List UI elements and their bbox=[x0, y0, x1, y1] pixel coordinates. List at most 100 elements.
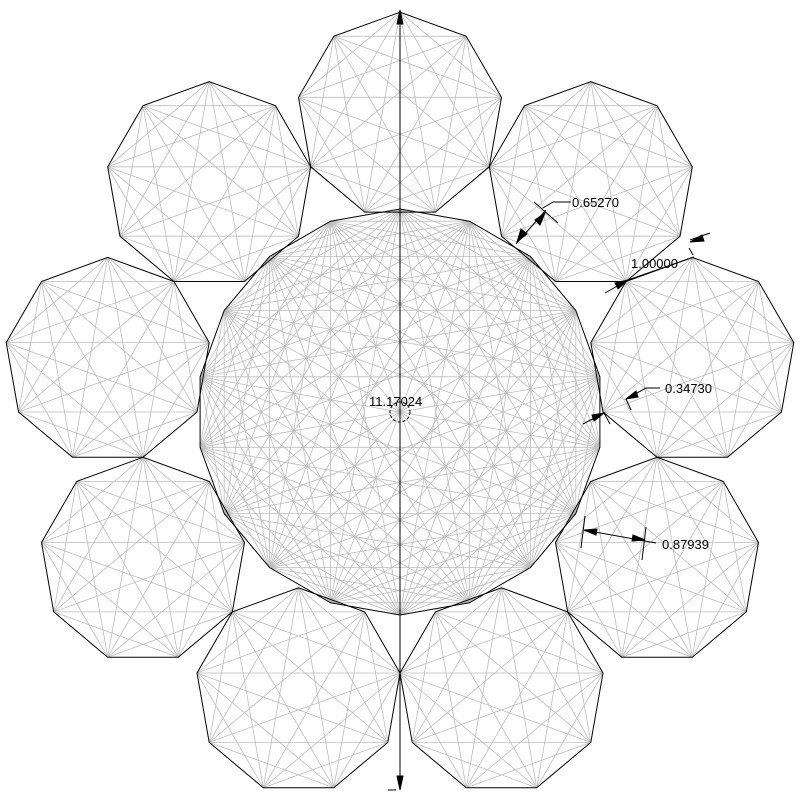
petal-nonagon-diagonal bbox=[119, 235, 245, 282]
petal-nonagon-diagonal bbox=[5, 257, 108, 343]
central-18gon-diagonal bbox=[269, 567, 401, 616]
petal-nonagon-diagonal bbox=[434, 611, 467, 788]
petal-nonagon-diagonal bbox=[501, 105, 525, 237]
petal-nonagon-diagonal bbox=[107, 257, 210, 343]
petal-nonagon-diagonal bbox=[567, 457, 658, 613]
petal-nonagon-diagonal bbox=[524, 105, 681, 237]
petal-nonagon-diagonal bbox=[107, 542, 245, 658]
petal-nonagon bbox=[107, 81, 312, 282]
petal-nonagon-diagonal bbox=[310, 36, 335, 167]
petal-nonagon-diagonal bbox=[232, 611, 389, 743]
central-18gon-diagonal bbox=[269, 256, 331, 603]
petal-nonagon-diagonal bbox=[590, 481, 747, 613]
petal-nonagon-diagonal bbox=[536, 672, 604, 788]
petal-nonagon-diagonal bbox=[434, 611, 538, 788]
petal-nonagon-diagonal bbox=[364, 96, 502, 213]
central-18gon-diagonal bbox=[469, 221, 577, 514]
petal-nonagon bbox=[40, 456, 246, 658]
petal-nonagon-diagonal bbox=[298, 96, 490, 168]
petal-nonagon-diagonal bbox=[173, 281, 198, 413]
central-18gon-diagonal bbox=[330, 446, 601, 604]
petal-nonagon-diagonal bbox=[524, 105, 627, 282]
arrowhead-icon bbox=[624, 390, 639, 400]
petal-nonagon-diagonal bbox=[310, 35, 467, 168]
extension-line bbox=[580, 515, 586, 549]
petal-nonagon bbox=[399, 587, 604, 789]
central-18gon-diagonal bbox=[199, 376, 270, 568]
petal-nonagon-diagonal bbox=[41, 281, 73, 458]
petal-nonagon-diagonal bbox=[107, 166, 175, 282]
petal-nonagon-diagonal bbox=[590, 342, 728, 458]
petal-nonagon-diagonal bbox=[501, 587, 538, 788]
petal-nonagon-diagonal bbox=[232, 611, 401, 674]
petal-nonagon-diagonal bbox=[722, 481, 747, 612]
petal-nonagon-diagonal bbox=[107, 457, 144, 658]
petal-nonagon-diagonal bbox=[53, 481, 78, 612]
construction-lines bbox=[5, 11, 795, 789]
petal-nonagon-diagonal bbox=[364, 166, 490, 213]
petal-nonagon-diagonal bbox=[173, 235, 299, 282]
petal-nonagon-diagonal bbox=[107, 166, 299, 237]
petal-nonagon-diagonal bbox=[590, 81, 627, 282]
petal-nonagon-diagonal bbox=[625, 166, 693, 282]
petal-nonagon-diagonal bbox=[72, 411, 198, 458]
petal-nonagon-diagonal bbox=[231, 611, 335, 788]
central-18gon-diagonal bbox=[330, 220, 577, 514]
petal-nonagon-diagonal bbox=[41, 281, 198, 413]
central-18gon-diagonal bbox=[223, 513, 331, 604]
petal-nonagon-diagonal bbox=[333, 35, 502, 98]
petal-nonagon-diagonal bbox=[555, 456, 658, 543]
central-18gon-diagonal bbox=[223, 310, 401, 616]
petal-nonagon-diagonal bbox=[41, 481, 210, 543]
central-18gon-diagonal bbox=[199, 447, 270, 568]
central-18gon-diagonal bbox=[330, 567, 531, 604]
central-18gon-diagonal bbox=[224, 513, 470, 604]
petal-nonagon-diagonal bbox=[602, 342, 794, 413]
central-18gon-diagonal bbox=[330, 220, 601, 378]
petal-nonagon-diagonal bbox=[76, 481, 233, 613]
central-18gon-diagonal bbox=[469, 447, 601, 604]
petal-nonagon-diagonal bbox=[621, 457, 658, 658]
petal-nonagon-diagonal bbox=[333, 35, 490, 168]
petal-nonagon-diagonal bbox=[142, 105, 245, 282]
petal-nonagon-diagonal bbox=[5, 342, 144, 458]
petal-nonagon-diagonal bbox=[107, 81, 210, 168]
central-18gon-diagonal bbox=[199, 220, 470, 378]
central-18gon-diagonal bbox=[223, 221, 331, 514]
central-18gon-diagonal bbox=[469, 221, 601, 448]
leader-line bbox=[542, 201, 571, 209]
side-label: 1.00000 bbox=[631, 256, 678, 271]
petal-nonagon-diagonal bbox=[621, 611, 747, 658]
petal-nonagon-diagonal bbox=[555, 542, 693, 658]
central-18gon-diagonal bbox=[200, 446, 576, 514]
petal-nonagon-diagonal bbox=[434, 36, 467, 213]
central-18gon-diagonal bbox=[199, 208, 401, 448]
petal-nonagon-diagonal bbox=[399, 11, 490, 168]
petal-nonagon-diagonal bbox=[41, 542, 233, 613]
petal-nonagon-diagonal bbox=[536, 611, 569, 788]
petal-nonagon-diagonal bbox=[119, 105, 144, 237]
petal-nonagon-diagonal bbox=[76, 481, 245, 543]
central-18gon-diagonal bbox=[223, 208, 401, 311]
petal-nonagon-diagonal bbox=[625, 105, 658, 282]
petal-nonagon-diagonal bbox=[625, 281, 728, 458]
petal-nonagon-diagonal bbox=[625, 281, 782, 413]
central-18gon-diagonal bbox=[469, 513, 577, 604]
petal-nonagon-diagonal bbox=[399, 672, 537, 789]
central-18gon-diagonal bbox=[269, 567, 470, 604]
petal-nonagon-diagonal bbox=[53, 457, 144, 613]
petal-nonagon-diagonal bbox=[656, 411, 782, 458]
petal-nonagon-diagonal bbox=[18, 257, 109, 413]
petal-nonagon-diagonal bbox=[72, 342, 210, 458]
petal-nonagon-diagonal bbox=[656, 456, 759, 543]
petal-nonagon-diagonal bbox=[107, 105, 276, 168]
central-18gon-diagonal bbox=[199, 447, 331, 604]
arrowhead-icon bbox=[396, 9, 404, 25]
petal-nonagon-diagonal bbox=[333, 36, 366, 213]
petal-nonagon-diagonal bbox=[691, 481, 724, 658]
central-18gon-diagonal bbox=[199, 376, 531, 568]
petal-nonagon-diagonal bbox=[310, 166, 436, 213]
arrowhead-icon bbox=[396, 775, 404, 791]
petal-nonagon-diagonal bbox=[41, 542, 179, 658]
